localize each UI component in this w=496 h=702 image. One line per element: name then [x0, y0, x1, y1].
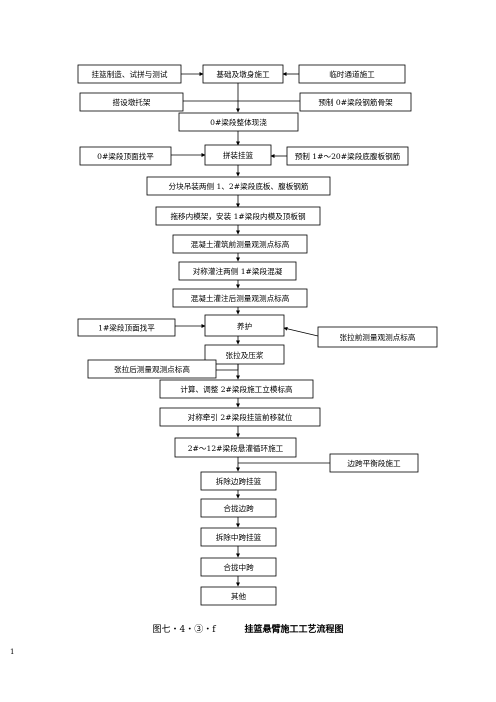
node-label: 合拢边跨: [223, 503, 254, 513]
node-label: 基础及墩身施工: [216, 69, 270, 79]
node-n21: 对称牵引 2#梁段挂篮前移就位: [159, 407, 321, 427]
node-label: 养护: [237, 321, 253, 331]
figure-caption: 图七・4・③・f 挂篮悬臂施工工艺流程图: [0, 622, 496, 635]
node-n2: 基础及墩身施工: [202, 64, 284, 84]
node-n13: 对称灌注两侧 1#梁段混凝: [178, 261, 297, 281]
node-label: 拖移内模架，安装 1#梁段内模及顶板钢: [170, 211, 306, 221]
node-n22: 2#～12#梁段悬灌循环施工: [174, 437, 297, 458]
node-label: 拼装挂篮: [223, 150, 254, 160]
node-label: 2#～12#梁段悬灌循环施工: [188, 443, 284, 453]
node-label: 临时通道施工: [329, 69, 375, 79]
node-n17: 张拉前测量观测点标高: [317, 326, 438, 348]
node-n16: 养护: [204, 314, 285, 337]
node-label: 边跨平衡段施工: [347, 458, 401, 468]
node-n12: 混凝土灌筑前测量观测点标高: [172, 234, 308, 254]
node-label: 计算、调整 2#梁段施工立模标高: [180, 384, 293, 394]
node-label: 对称灌注两侧 1#梁段混凝: [193, 266, 283, 276]
node-n20: 计算、调整 2#梁段施工立模标高: [159, 379, 314, 399]
node-label: 预制 0#梁段钢筋骨架: [318, 97, 393, 107]
node-n14: 混凝土灌注后测量观测点标高: [172, 288, 308, 308]
node-n25: 合拢边跨: [200, 498, 277, 518]
node-n15: 1#梁段顶面找平: [77, 318, 176, 337]
edges: [171, 72, 330, 587]
page-number: 1: [10, 648, 15, 656]
node-n8: 拼装挂篮: [204, 144, 272, 166]
node-label: 张拉及压浆: [226, 350, 264, 360]
node-label: 0#梁段顶面找平: [97, 151, 154, 161]
node-label: 拆除边跨挂篮: [216, 476, 262, 486]
edge-n17-n16: [283, 326, 319, 337]
node-label: 混凝土灌筑前测量观测点标高: [191, 239, 290, 249]
node-n4: 搭设墩托架: [79, 92, 184, 112]
flowchart: 挂篮制造、试拼与测试 基础及墩身施工 临时通道施工 搭设墩托架 预制 0#梁段钢…: [77, 64, 438, 606]
node-label: 挂篮制造、试拼与测试: [92, 69, 168, 79]
node-label: 分块吊装两侧 1、2#梁段底板、腹板钢筋: [169, 181, 309, 191]
node-label: 拆除中跨挂篮: [216, 532, 262, 542]
node-n26: 拆除中跨挂篮: [200, 527, 277, 547]
node-n7: 0#梁段顶面找平: [79, 146, 172, 166]
node-label: 其他: [231, 591, 247, 601]
node-label: 对称牵引 2#梁段挂篮前移就位: [188, 412, 293, 422]
node-n24: 拆除边跨挂篮: [200, 471, 277, 491]
node-n19: 张拉后测量观测点标高: [87, 359, 217, 379]
node-label: 搭设墩托架: [113, 97, 151, 107]
node-label: 预制 1#～20#梁段底腹板钢筋: [295, 151, 401, 161]
node-label: 张拉后测量观测点标高: [114, 364, 190, 374]
node-n28: 其他: [200, 586, 277, 606]
node-label: 混凝土灌注后测量观测点标高: [191, 293, 290, 303]
node-label: 0#梁段整体现浇: [210, 117, 267, 127]
node-n27: 合拢中跨: [200, 557, 277, 577]
figure-number: 图七・4・③・f: [152, 625, 216, 635]
edge-n18-n19: [216, 364, 239, 371]
node-label: 合拢中跨: [223, 562, 254, 572]
node-n11: 拖移内模架，安装 1#梁段内模及顶板钢: [155, 206, 321, 226]
node-n18: 张拉及压浆: [204, 344, 285, 365]
node-n5: 预制 0#梁段钢筋骨架: [299, 92, 412, 112]
node-n23: 边跨平衡段施工: [329, 453, 419, 473]
node-n9: 预制 1#～20#梁段底腹板钢筋: [286, 146, 409, 166]
figure-title: 挂篮悬臂施工工艺流程图: [244, 625, 344, 635]
node-n1: 挂篮制造、试拼与测试: [77, 64, 182, 84]
node-n3: 临时通道施工: [298, 64, 406, 84]
node-n6: 0#梁段整体现浇: [178, 112, 299, 132]
node-label: 张拉前测量观测点标高: [340, 332, 416, 342]
node-label: 1#梁段顶面找平: [98, 323, 155, 333]
node-n10: 分块吊装两侧 1、2#梁段底板、腹板钢筋: [146, 176, 331, 196]
